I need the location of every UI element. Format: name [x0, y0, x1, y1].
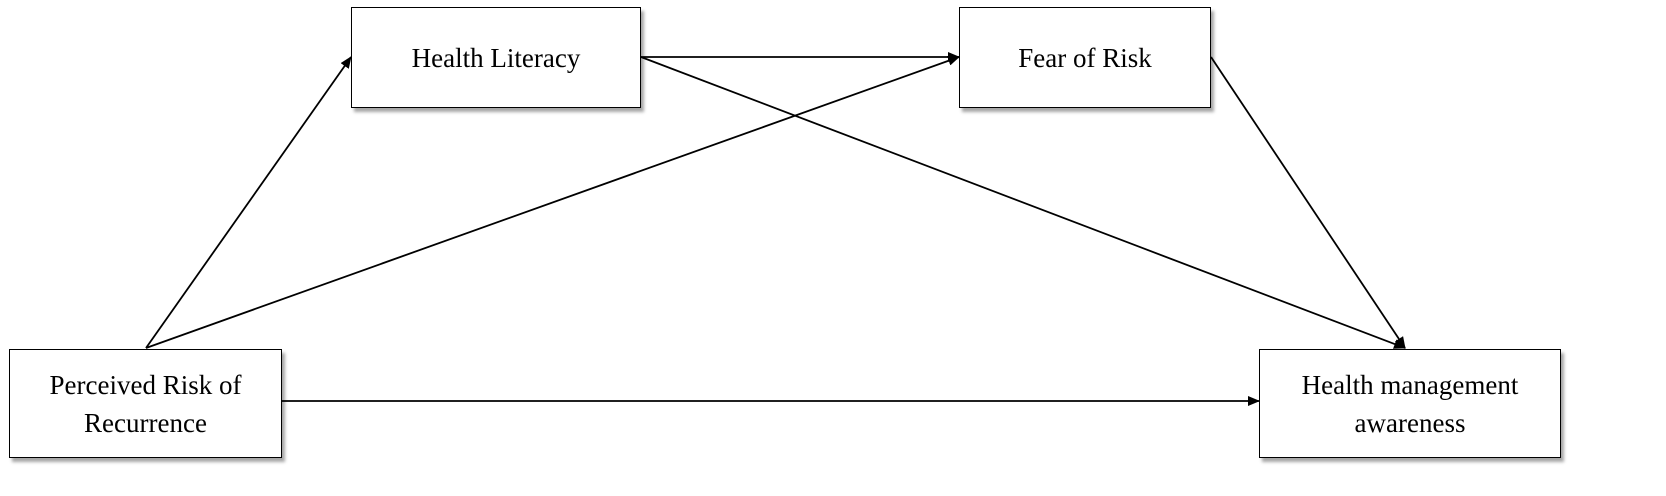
node-perceived-risk-of-recurrence: Perceived Risk of Recurrence	[9, 349, 282, 458]
edge-perceived-risk-to-health-literacy	[145, 56, 352, 349]
edge-health-literacy-to-health-management	[640, 56, 1406, 349]
edge-fear-of-risk-to-health-management	[1210, 56, 1406, 349]
node-label: Health management awareness	[1301, 369, 1519, 438]
node-label: Health Literacy	[411, 42, 581, 73]
node-label: Perceived Risk of Recurrence	[49, 369, 242, 438]
edge-perceived-risk-to-fear-of-risk	[145, 55, 960, 349]
node-health-management-awareness: Health management awareness	[1259, 349, 1561, 458]
node-label: Fear of Risk	[1018, 42, 1152, 73]
node-fear-of-risk: Fear of Risk	[959, 7, 1211, 108]
node-health-literacy: Health Literacy	[351, 7, 641, 108]
